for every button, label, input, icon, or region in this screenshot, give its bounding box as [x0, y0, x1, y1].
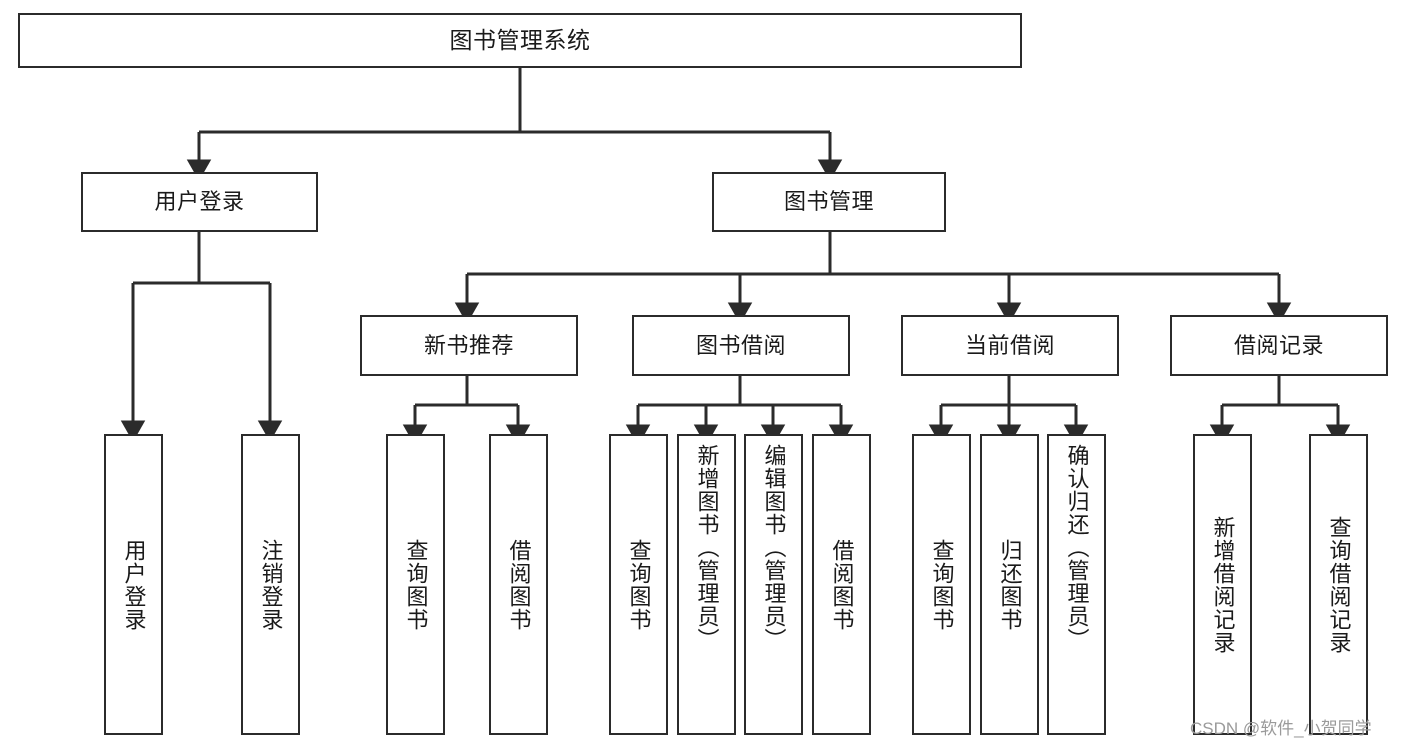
node-leaf-add-record-label: 新增借阅记录: [1210, 515, 1236, 654]
node-leaf-query-record-label: 查询借阅记录: [1326, 515, 1352, 654]
node-leaf-add-book-label: 新增图书（管理员）: [694, 444, 720, 651]
node-leaf-add-record[interactable]: 新增借阅记录: [1193, 434, 1252, 735]
node-book-manage-label: 图书管理: [783, 189, 874, 215]
node-leaf-return-book-label: 归还图书: [997, 538, 1023, 631]
node-root[interactable]: 图书管理系统: [18, 13, 1022, 68]
node-leaf-user-login[interactable]: 用户登录: [104, 434, 163, 735]
node-leaf-query-book-1-label: 查询图书: [403, 538, 429, 631]
node-leaf-query-book-3-label: 查询图书: [929, 538, 955, 631]
node-leaf-borrow-book-1[interactable]: 借阅图书: [489, 434, 548, 735]
node-leaf-borrow-book-1-label: 借阅图书: [506, 538, 532, 631]
node-borrow-record[interactable]: 借阅记录: [1170, 315, 1388, 376]
node-leaf-edit-book-label: 编辑图书（管理员）: [761, 444, 787, 651]
node-new-book-recommend-label: 新书推荐: [423, 332, 514, 358]
node-current-borrow-label: 当前借阅: [964, 332, 1055, 358]
node-book-borrow[interactable]: 图书借阅: [632, 315, 850, 376]
node-borrow-record-label: 借阅记录: [1233, 332, 1324, 358]
node-new-book-recommend[interactable]: 新书推荐: [360, 315, 578, 376]
node-book-manage[interactable]: 图书管理: [712, 172, 946, 232]
node-leaf-user-logout[interactable]: 注销登录: [241, 434, 300, 735]
node-book-borrow-label: 图书借阅: [695, 332, 786, 358]
node-leaf-add-book[interactable]: 新增图书（管理员）: [677, 434, 736, 735]
node-leaf-return-book[interactable]: 归还图书: [980, 434, 1039, 735]
node-leaf-user-logout-label: 注销登录: [258, 538, 284, 631]
node-user-login[interactable]: 用户登录: [81, 172, 318, 232]
node-leaf-query-book-3[interactable]: 查询图书: [912, 434, 971, 735]
node-leaf-confirm-return-label: 确认归还（管理员）: [1064, 444, 1090, 651]
node-current-borrow[interactable]: 当前借阅: [901, 315, 1119, 376]
node-leaf-query-book-1[interactable]: 查询图书: [386, 434, 445, 735]
node-leaf-query-book-2-label: 查询图书: [626, 538, 652, 631]
node-leaf-borrow-book-2[interactable]: 借阅图书: [812, 434, 871, 735]
node-leaf-query-book-2[interactable]: 查询图书: [609, 434, 668, 735]
node-leaf-user-login-label: 用户登录: [121, 538, 147, 631]
node-leaf-query-record[interactable]: 查询借阅记录: [1309, 434, 1368, 735]
node-leaf-borrow-book-2-label: 借阅图书: [829, 538, 855, 631]
node-leaf-confirm-return[interactable]: 确认归还（管理员）: [1047, 434, 1106, 735]
node-user-login-label: 用户登录: [154, 189, 245, 215]
node-root-label: 图书管理系统: [449, 27, 591, 54]
node-leaf-edit-book[interactable]: 编辑图书（管理员）: [744, 434, 803, 735]
